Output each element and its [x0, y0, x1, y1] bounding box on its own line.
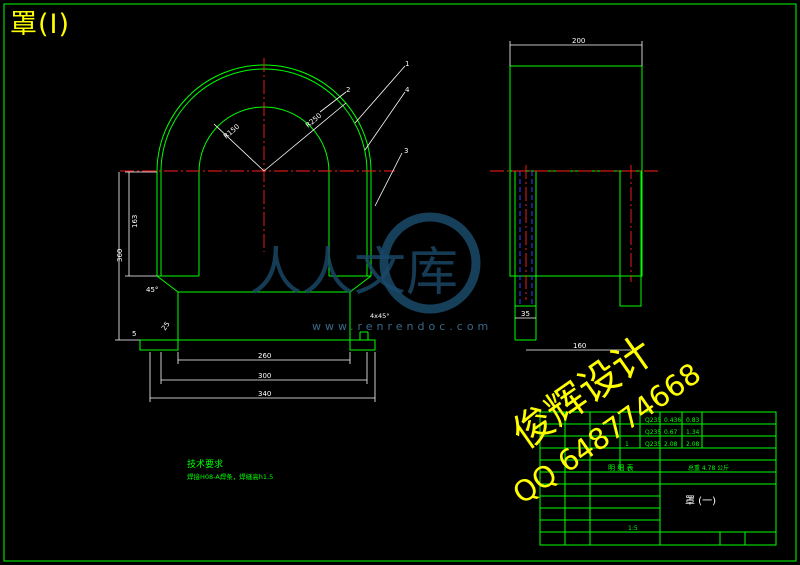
tech-notes-heading: 技术要求 [187, 458, 223, 470]
leader-1: 1 [405, 60, 409, 68]
dim-35: 35 [521, 310, 530, 318]
watermark-logo-text: 人人文库 [250, 243, 458, 303]
leader-2: 2 [346, 86, 350, 94]
dim-45deg: 45° [146, 286, 158, 294]
title-block: Q235 0.436 0.83 Q235 0.67 1.34 1 Q235 2.… [539, 411, 777, 546]
dim-360: 360 [116, 249, 124, 262]
side-view: 200 35 160 [490, 37, 658, 351]
row4-unit: 0.436 [664, 417, 681, 424]
tech-notes-line1: 焊接H08-A焊条，焊缝高h1.5 [187, 472, 273, 481]
dim-163: 163 [131, 215, 139, 228]
dim-4x45: 4x45° [370, 312, 390, 320]
dim-200: 200 [572, 37, 585, 45]
drawing-frame [3, 3, 797, 562]
dim-260: 260 [258, 352, 271, 360]
row1-no: 1 [625, 441, 629, 448]
dim-300: 300 [258, 372, 271, 380]
scale-value: 1:5 [628, 525, 638, 532]
part-name: 罩 (一) [685, 495, 716, 507]
row1-unit: 2.08 [664, 441, 678, 448]
bom-label: 明 细 表 [608, 463, 633, 472]
front-view: R150 R250 1 2 4 3 163 360 45° 5 25 260 3… [115, 58, 410, 402]
watermark: 人人文库 www.renrendoc.com 俊辉设计 QQ 648774668 [250, 212, 707, 511]
row3-material: Q235 [645, 429, 661, 436]
row1-material: Q235 [645, 441, 661, 448]
row3-total: 1.34 [686, 429, 700, 436]
watermark-url: www.renrendoc.com [312, 320, 492, 333]
drawing-title: 罩(I) [10, 9, 71, 40]
leader-4: 4 [405, 86, 410, 94]
leader-3: 3 [404, 147, 408, 155]
dim-25: 25 [160, 320, 172, 332]
row4-material: Q235 [645, 417, 661, 424]
total-weight: 总重 4.78 公斤 [688, 464, 729, 472]
row3-unit: 0.67 [664, 429, 678, 436]
row4-total: 0.83 [686, 417, 700, 424]
dim-r150: R150 [222, 123, 241, 141]
dim-5: 5 [132, 330, 136, 338]
dim-160: 160 [573, 342, 586, 350]
flange-contour [156, 275, 372, 341]
dim-r250: R250 [304, 112, 323, 130]
dim-340: 340 [258, 390, 271, 398]
row1-total: 2.08 [686, 441, 700, 448]
